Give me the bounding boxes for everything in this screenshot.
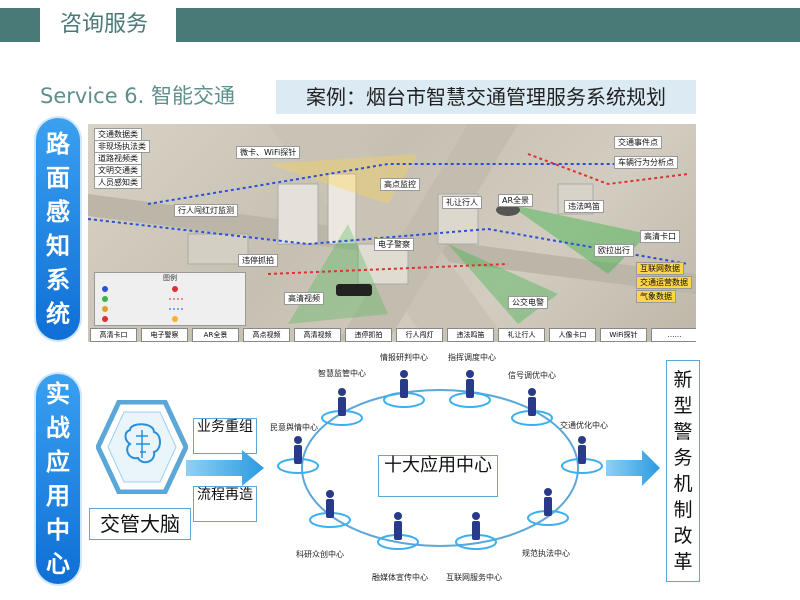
node-media: 融媒体宣传中心 [372, 573, 428, 582]
device-type-row: 高清卡口 电子警察 AR全景 高点视频 高清视频 违停抓拍 行人闯灯 违法鸣笛 … [88, 328, 696, 342]
node-smart: 智慧监管中心 [318, 369, 366, 378]
reform-char: 革 [673, 551, 693, 573]
pill-char: 面 [46, 164, 70, 192]
map-label-hdvideo: 高清视频 [284, 292, 324, 305]
service-subtitle: Service 6. 智能交通 [40, 84, 235, 108]
device-type-item: …… [651, 328, 696, 342]
device-type-item: AR全景 [192, 328, 239, 342]
person-node-icons [277, 370, 603, 550]
node-law: 规范执法中心 [522, 549, 570, 558]
map-label-hdcheck: 高清卡口 [640, 230, 680, 243]
combat-center-pill: 实 战 应 用 中 心 [36, 374, 80, 584]
map-graphic [88, 124, 696, 342]
business-reorg-box: 业务重组 [193, 418, 257, 454]
page-title: 咨询服务 [40, 8, 168, 42]
pill-char: 路 [46, 130, 70, 158]
map-label-whistle: 违法鸣笛 [564, 200, 604, 213]
node-intel: 情报研判中心 [380, 353, 428, 362]
device-type-item: 人像卡口 [549, 328, 596, 342]
map-label-pedestrian: 行人闯红灯监测 [174, 204, 238, 217]
traffic-brain-label: 交管大脑 [89, 508, 191, 540]
brain-icon [95, 399, 189, 495]
legend-title: 图例 [163, 274, 177, 282]
pill-char: 系 [46, 266, 70, 294]
node-dispatch: 指挥调度中心 [448, 353, 496, 362]
map-label-epolice: 电子警察 [374, 238, 414, 251]
reform-char: 务 [673, 447, 693, 469]
map-label-event: 交通事件点 [614, 136, 662, 149]
pill-char: 战 [46, 414, 70, 442]
reform-char: 警 [673, 421, 693, 443]
reform-char: 新 [673, 369, 693, 391]
pill-char: 中 [46, 516, 70, 544]
case-title: 案例：烟台市智慧交通管理服务系统规划 [276, 80, 696, 114]
pill-char: 实 [46, 380, 70, 408]
node-signal: 信号调优中心 [508, 371, 556, 380]
device-type-item: 违法鸣笛 [447, 328, 494, 342]
device-type-item: 高清视频 [294, 328, 341, 342]
map-list-item: 人员感知类 [94, 176, 142, 189]
reform-char: 制 [673, 499, 693, 521]
map-label-stopcap: 违停抓拍 [238, 254, 278, 267]
device-type-item: 电子警察 [141, 328, 188, 342]
device-type-item: 高点视频 [243, 328, 290, 342]
pill-char: 用 [46, 482, 70, 510]
map-label-qianfang: 欧拉出行 [594, 244, 634, 257]
map-label-weather: 气象数据 [636, 290, 676, 303]
reform-char: 型 [673, 395, 693, 417]
device-type-item: 行人闯灯 [396, 328, 443, 342]
pill-char: 感 [46, 198, 70, 226]
map-label-ar: AR全景 [498, 194, 534, 207]
police-reform-box: 新 型 警 务 机 制 改 革 [666, 360, 700, 582]
map-legend: 图例 [94, 272, 246, 326]
device-type-item: 违停抓拍 [345, 328, 392, 342]
node-traffic: 交通优化中心 [560, 421, 608, 430]
header-bar [176, 8, 800, 42]
map-label-internet: 互联网数据 [636, 262, 684, 275]
node-internet: 互联网服务中心 [446, 573, 502, 582]
pill-char: 应 [46, 448, 70, 476]
map-label-vehicle: 车辆行为分析点 [614, 156, 678, 169]
arrow-to-centers [186, 450, 264, 486]
reform-char: 改 [673, 525, 693, 547]
node-public: 民意舆情中心 [270, 423, 318, 432]
map-label-operation: 交通运营数据 [636, 276, 692, 289]
device-type-item: 礼让行人 [498, 328, 545, 342]
header-accent-left [0, 8, 40, 42]
node-research: 科研众创中心 [296, 550, 344, 559]
device-type-item: WiFi探针 [600, 328, 647, 342]
legend-swatches [102, 286, 183, 322]
arrow-to-reform [606, 450, 660, 486]
brain-hexagon [95, 399, 189, 495]
map-label-yield: 礼让行人 [442, 196, 482, 209]
application-centers-ring [277, 370, 603, 550]
ten-centers-label: 十大应用中心 [378, 455, 498, 497]
pill-char: 知 [46, 232, 70, 260]
map-label-wifi: 微卡、WiFi探针 [236, 146, 301, 159]
process-reengineer-box: 流程再造 [193, 486, 257, 522]
pill-char: 心 [46, 550, 70, 578]
map-label-bus: 公交电警 [508, 296, 548, 309]
device-type-item: 高清卡口 [90, 328, 137, 342]
map-label-highpoint: 高点监控 [380, 178, 420, 191]
city-traffic-map: 交通数据类 非现场执法类 道路视频类 文明交通类 人员感知类 微卡、WiFi探针… [88, 124, 696, 342]
reform-char: 机 [673, 473, 693, 495]
road-sensing-pill: 路 面 感 知 系 统 [36, 118, 80, 340]
pill-char: 统 [46, 300, 70, 328]
